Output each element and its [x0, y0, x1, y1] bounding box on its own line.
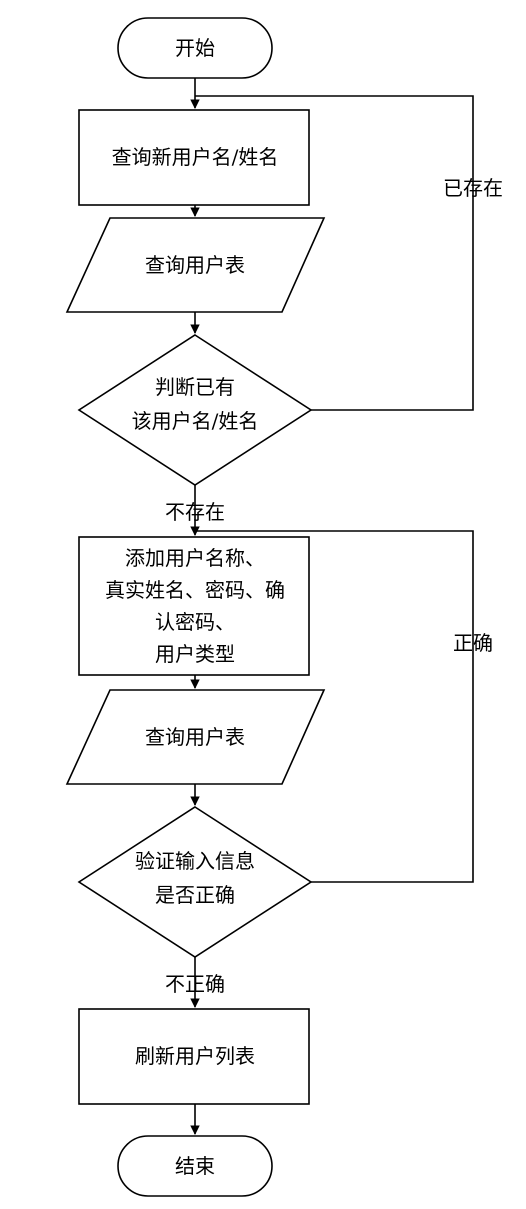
edge-label-exists: 已存在	[443, 176, 503, 200]
check-exists-label-line-1: 判断已有	[155, 375, 235, 399]
loop-exists-back	[195, 95, 474, 411]
query-user-table-1-label: 查询用户表	[145, 253, 245, 277]
query-user-table-2-label: 查询用户表	[145, 725, 245, 749]
edge-label-not-exists: 不存在	[165, 500, 225, 524]
query-user-table-1-io	[65, 217, 326, 313]
query-user-table-2-io	[65, 689, 326, 785]
start-label: 开始	[175, 36, 215, 60]
validate-input-decision	[77, 806, 313, 958]
refresh-list-process	[78, 1008, 310, 1105]
refresh-list-label: 刷新用户列表	[135, 1044, 255, 1068]
query-new-name-label: 查询新用户名/姓名	[112, 145, 279, 169]
add-user-info-label-line-3: 认密码、	[155, 610, 235, 634]
validate-input-label-line-1: 验证输入信息	[135, 849, 255, 873]
edge-label-incorrect: 不正确	[165, 972, 225, 996]
end-label: 结束	[175, 1154, 215, 1178]
end-terminal	[117, 1135, 273, 1197]
add-user-info-process	[78, 536, 310, 676]
validate-input-label-line-2: 是否正确	[155, 883, 235, 907]
edge-label-correct: 正确	[453, 631, 493, 655]
add-user-info-label-line-1: 添加用户名称、	[125, 546, 265, 570]
loop-correct-back	[195, 530, 474, 883]
add-user-info-label-line-4: 用户类型	[155, 642, 235, 666]
query-new-name-process	[78, 109, 310, 206]
check-exists-label-line-2: 该用户名/姓名	[132, 409, 259, 433]
add-user-info-label-line-2: 真实姓名、密码、确	[105, 578, 285, 602]
